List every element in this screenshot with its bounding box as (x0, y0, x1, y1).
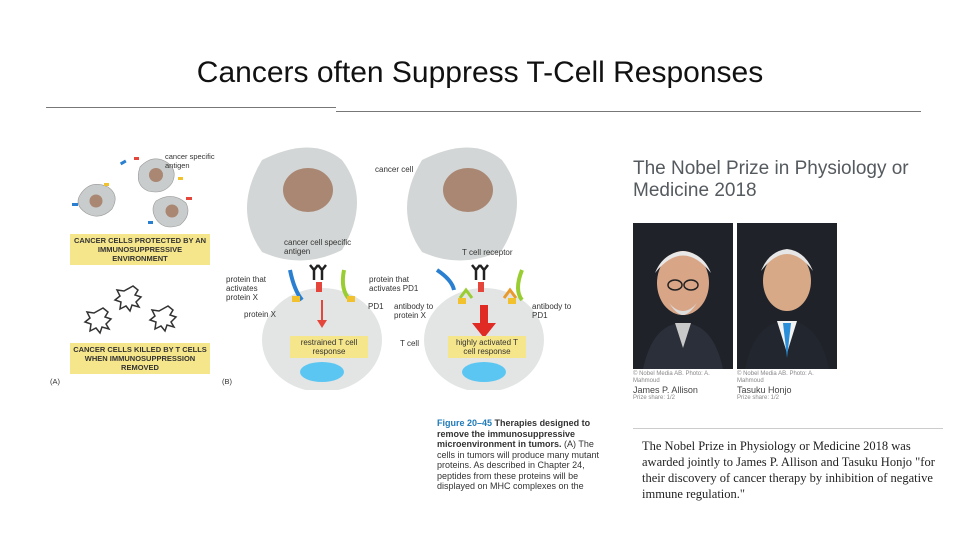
label-cancer-cell-specific-antigen: cancer cell specific antigen (284, 238, 352, 256)
label-cancer-cell: cancer cell (375, 165, 414, 174)
portrait-honjo (737, 223, 837, 369)
title-divider-right (336, 111, 921, 112)
honjo-photo (737, 223, 837, 369)
antigen-label: cancer specific antigen (165, 152, 215, 170)
nobel-title: The Nobel Prize in Physiology or Medicin… (633, 158, 933, 202)
cancer-cells-illustration (72, 157, 192, 228)
killed-cells-illustration (83, 285, 178, 335)
label-antibody-protein-x: antibody to protein X (394, 302, 434, 320)
nobel-citation: The Nobel Prize in Physiology or Medicin… (642, 439, 935, 501)
nobel-title-line2: Medicine 2018 (633, 180, 757, 201)
label-t-cell: T cell (400, 339, 419, 348)
label-antibody-pd1: antibody to PD1 (532, 302, 572, 320)
label-restrained-response: restrained T cell response (300, 338, 358, 356)
nobel-title-line1: The Nobel Prize in Physiology or (633, 158, 909, 179)
name-allison: James P. Allison (633, 385, 698, 395)
label-pd1: PD1 (368, 302, 384, 311)
allison-photo (633, 223, 733, 369)
quote-divider (633, 428, 943, 429)
protected-box: CANCER CELLS PROTECTED BY AN IMMUNOSUPPR… (70, 234, 210, 265)
caption-subtitle: Therapies designed to remove the immunos… (437, 418, 591, 449)
label-protein-x: protein X (244, 310, 277, 319)
panel-a-letter: (A) (50, 377, 60, 386)
label-protein-activates-pd1: protein that activates PD1 (369, 275, 419, 293)
laureate-honjo: © Nobel Media AB. Photo: A. Mahmoud Tasu… (737, 371, 837, 401)
figure-panel-b: cancer cell cancer cell specific antigen… (222, 140, 572, 390)
share-honjo: Prize share: 1/2 (737, 395, 780, 401)
share-allison: Prize share: 1/2 (633, 395, 676, 401)
killed-box: CANCER CELLS KILLED BY T CELLS WHEN IMMU… (70, 343, 210, 374)
label-protein-activates-x: protein that activates protein X (226, 275, 267, 302)
credit-honjo: © Nobel Media AB. Photo: A. Mahmoud (737, 371, 814, 384)
slide-title: Cancers often Suppress T-Cell Responses (196, 56, 764, 89)
figure-caption: Figure 20–45 Therapies designed to remov… (437, 418, 607, 492)
label-t-cell-receptor: T cell receptor (462, 248, 513, 257)
credit-allison: © Nobel Media AB. Photo: A. Mahmoud (633, 371, 710, 384)
label-activated-response: highly activated T cell response (455, 338, 519, 356)
caption-body: (A) The cells in tumors will produce man… (437, 439, 600, 491)
name-honjo: Tasuku Honjo (737, 385, 792, 395)
therapy-mechanism-diagram (247, 147, 544, 390)
panel-b-letter: (B) (222, 377, 232, 386)
figure-panel-a: cancer specific antigen CANCER CELLS PRO… (48, 145, 218, 386)
laureate-allison: © Nobel Media AB. Photo: A. Mahmoud Jame… (633, 371, 733, 401)
caption-heading: Figure 20–45 (437, 418, 493, 428)
portrait-allison (633, 223, 733, 369)
title-divider-left (46, 107, 336, 108)
